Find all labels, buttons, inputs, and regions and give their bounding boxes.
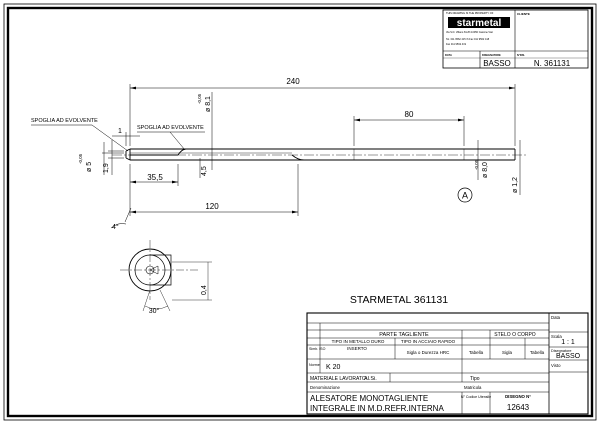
tb-material-code: K 20 <box>326 364 341 371</box>
spoglia-label-right: SPOGLIA AD EVOLVENTE <box>137 125 204 131</box>
address-line-2: Tel. 011 9562 415 /6 Fax 011 9562 418 <box>446 38 490 41</box>
dim-0-4: 0,4 <box>201 285 208 295</box>
tb-scala-value: 1 : 1 <box>561 339 575 346</box>
dim-dia-8-1: ø 8,1 <box>205 96 212 112</box>
tb-sigla-durezza: Sigla o Durezza HRC <box>407 350 451 355</box>
header-drawing-number: N. 361131 <box>534 59 571 68</box>
dim-total-length: 240 <box>286 77 300 86</box>
header-block <box>442 9 589 69</box>
label-data: DATA <box>445 53 452 57</box>
tb-sigla: Sigla <box>502 350 513 355</box>
dim-dia-5-tol: -0,05 <box>78 153 83 164</box>
tb-matricola: Matricola <box>464 385 482 390</box>
title-block <box>306 312 589 415</box>
tb-visto: Visto <box>551 363 561 368</box>
dim-4-5: 4,5 <box>201 166 208 176</box>
tb-scala-label: Scala <box>551 334 562 339</box>
tb-disegnatore-value: BASSO <box>556 353 581 360</box>
dim-dia-8-tol: -0,05 <box>474 159 479 170</box>
dim-1-9: 1,9 <box>103 163 110 173</box>
tb-parte-tagliente: PARTE TAGLIENTE <box>379 332 429 338</box>
tb-tipo: Tipo <box>470 376 480 382</box>
tb-description-1: ALESATORE MONOTAGLIENTE <box>310 394 428 403</box>
label-designatore: DISEGNATORE <box>482 53 501 57</box>
header-notice: THIS DRAWING IS THE PROPERTY OF <box>446 11 494 15</box>
dim-dia-5: ø 5 <box>86 162 93 172</box>
detail-marker-circle <box>457 187 473 203</box>
outer-border <box>3 3 597 421</box>
arrowheads <box>130 86 515 214</box>
tb-inserto: INSERTO <box>347 346 367 351</box>
tb-simb-iso: Simb. ISO <box>309 347 326 351</box>
part-name: STARMETAL 361131 <box>350 294 448 306</box>
tb-materiale-lavorato: MATERIALE LAVORATO: <box>310 376 367 382</box>
dim-dia-8: ø 8,0 <box>482 162 489 178</box>
dim-120: 120 <box>205 202 219 211</box>
tb-tabella-2: Tabella <box>530 350 545 355</box>
dim-dia-1-2: ø 1,2 <box>512 177 519 193</box>
tb-data: Data <box>551 315 561 320</box>
detail-label: A <box>462 191 468 201</box>
dim-angle-30: 30° <box>149 307 160 315</box>
tb-stelo-corpo: STELO O CORPO <box>494 332 536 338</box>
tb-tipo-acciaio-rapido: TIPO IN ACCIAIO RAPIDO <box>401 339 456 344</box>
address-line-1: Via S.D. Villano 81-83 10050 Cassine Via… <box>446 31 494 34</box>
tb-disegno-label: DISEGNO N° <box>505 394 531 399</box>
header-designer: BASSO <box>483 59 511 68</box>
tb-n-codice: N° Codice Utensile <box>461 395 491 399</box>
tb-materiale-value: Al.Si. <box>364 376 377 382</box>
spoglia-label-left: SPOGLIA AD EVOLVENTE <box>31 118 98 124</box>
tb-denominazione: Denominazione <box>310 385 340 390</box>
address-line-3: Fax 011 9562 419 <box>446 43 467 46</box>
tb-tipo-metallo-duro: TIPO IN METALLO DURO <box>332 339 385 344</box>
tb-tabella: Tabella <box>469 350 484 355</box>
dim-35-5: 35,5 <box>147 173 163 182</box>
label-cliente: CLIENTE <box>517 12 530 16</box>
label-nr: N°DIS. <box>517 53 525 57</box>
logo-background <box>448 17 510 28</box>
inner-border <box>6 6 594 418</box>
tb-description-2: INTEGRALE IN M.D.REFR.INTERNA <box>310 404 444 413</box>
dim-1: 1 <box>118 128 122 135</box>
logo: starmetal <box>457 18 502 29</box>
tb-disegno-number: 12643 <box>507 403 530 412</box>
tb-disegnatore-label: Disegnatore <box>551 349 571 353</box>
dim-angle-4: 4° <box>112 223 119 231</box>
dim-dia-8-1-tol: -0,05 <box>197 93 202 104</box>
dim-80: 80 <box>405 110 414 119</box>
tb-norme: Norme <box>309 363 320 367</box>
dimension-lines <box>31 84 521 229</box>
tool-body <box>112 148 528 161</box>
end-view <box>120 240 212 312</box>
